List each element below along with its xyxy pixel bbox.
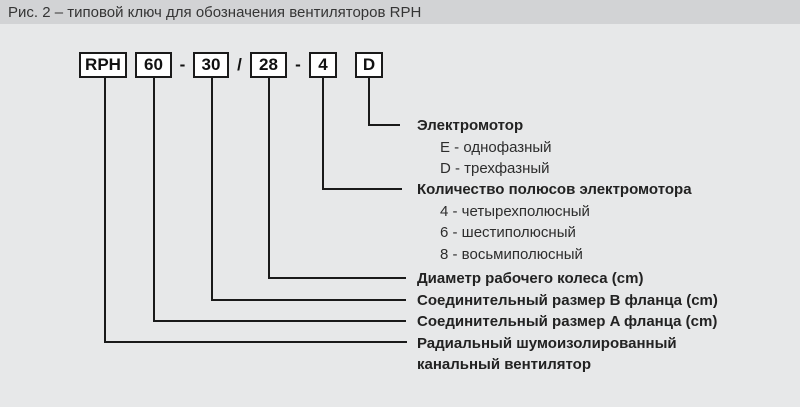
legend-item-poles-8: 8 - восьмиполюсный bbox=[440, 246, 583, 263]
legend-heading-fan-type: Радиальный шумоизолированный канальный в… bbox=[417, 335, 677, 373]
connector-line-motor bbox=[368, 78, 400, 126]
code-box-rph: RPH bbox=[79, 52, 127, 78]
legend-heading-flange-b: Соединительный размер B фланца (cm) bbox=[417, 292, 718, 309]
designation-key-diagram: RPH 60 - 30 / 28 - 4 D Электромотор E - … bbox=[0, 24, 800, 407]
code-box-flange-a: 60 bbox=[135, 52, 172, 78]
code-box-motor: D bbox=[355, 52, 383, 78]
connector-line-flange-b bbox=[211, 78, 406, 301]
legend-heading-flange-a: Соединительный размер A фланца (cm) bbox=[417, 313, 718, 330]
code-box-diameter: 28 bbox=[250, 52, 287, 78]
legend-item-poles-4: 4 - четырехполюсный bbox=[440, 203, 590, 220]
code-separator-slash: / bbox=[237, 55, 242, 74]
figure-caption-bar: Рис. 2 – типовой ключ для обозначения ве… bbox=[0, 0, 800, 24]
legend-heading-diameter: Диаметр рабочего колеса (cm) bbox=[417, 270, 644, 287]
code-box-flange-b: 30 bbox=[193, 52, 229, 78]
legend-heading-motor: Электромотор bbox=[417, 117, 524, 134]
code-separator-dash-2: - bbox=[295, 55, 301, 74]
connector-line-poles bbox=[322, 78, 402, 190]
code-box-poles: 4 bbox=[309, 52, 337, 78]
legend-item-motor-e: E - однофазный bbox=[440, 139, 552, 156]
connector-line-fan-type bbox=[104, 78, 407, 343]
connector-line-diameter bbox=[268, 78, 406, 279]
code-separator-dash-1: - bbox=[179, 55, 186, 74]
figure-caption: Рис. 2 – типовой ключ для обозначения ве… bbox=[8, 3, 422, 21]
legend-heading-poles: Количество полюсов электромотора bbox=[417, 181, 692, 198]
legend-item-motor-d: D - трехфазный bbox=[440, 160, 550, 177]
connector-line-flange-a bbox=[153, 78, 406, 322]
legend-item-poles-6: 6 - шестиполюсный bbox=[440, 224, 576, 241]
